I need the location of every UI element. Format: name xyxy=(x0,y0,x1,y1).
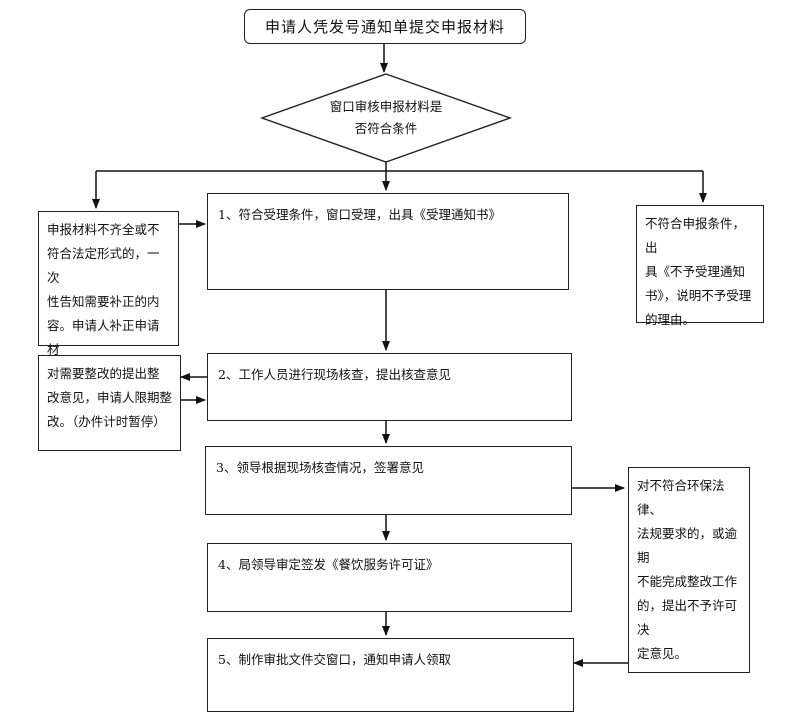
denial-line-4: 的，提出不予许可决 xyxy=(637,598,738,637)
incomplete-line-1: 申报材料不齐全或不 xyxy=(47,222,160,237)
step-3-box: 3、领导根据现场核查情况，签署意见 xyxy=(205,446,572,515)
denial-line-1: 对不符合环保法律、 xyxy=(637,478,725,517)
step-4-text: 4、局领导审定签发《餐饮服务许可证》 xyxy=(218,557,439,572)
rejection-line-4: 的理由。 xyxy=(645,312,696,327)
decision-text: 窗口审核申报材料是 否符合条件 xyxy=(300,96,472,140)
flow-title: 申请人凭发号通知单提交申报材料 xyxy=(244,9,526,44)
denial-line-3: 不能完成整改工作 xyxy=(637,574,738,589)
decision-line-1: 窗口审核申报材料是 xyxy=(329,99,443,114)
step-2-text: 2、工作人员进行现场核查，提出核查意见 xyxy=(218,367,451,382)
denial-decision-box: 对不符合环保法律、 法规要求的，或逾期 不能完成整改工作 的，提出不予许可决 定… xyxy=(628,467,750,673)
flow-title-text: 申请人凭发号通知单提交申报材料 xyxy=(264,18,505,36)
denial-line-5: 定意见。 xyxy=(637,646,688,661)
rejection-line-3: 书》，说明不予受理 xyxy=(645,288,752,303)
rejection-line-2: 具《不予受理通知 xyxy=(645,264,746,279)
incomplete-line-2: 符合法定形式的，一次 xyxy=(47,246,160,285)
step-4-box: 4、局领导审定签发《餐饮服务许可证》 xyxy=(207,543,572,612)
incomplete-line-3: 性告知需要补正的内 xyxy=(47,294,160,309)
step-1-box: 1、符合受理条件，窗口受理，出具《受理通知书》 xyxy=(207,193,569,290)
rectification-line-1: 对需要整改的提出整 xyxy=(47,366,160,381)
denial-line-2: 法规要求的，或逾期 xyxy=(637,526,738,565)
decision-line-2: 否符合条件 xyxy=(354,121,418,136)
rejection-line-1: 不符合申报条件，出 xyxy=(645,216,746,255)
rectification-line-2: 改意见，申请人限期整 xyxy=(47,390,173,405)
step-5-box: 5、制作审批文件交窗口，通知申请人领取 xyxy=(207,638,574,712)
step-2-box: 2、工作人员进行现场核查，提出核查意见 xyxy=(207,353,572,421)
rejection-box: 不符合申报条件，出 具《不予受理通知 书》，说明不予受理 的理由。 xyxy=(636,205,764,327)
incomplete-line-4: 容。申请人补正申请材 xyxy=(47,318,160,357)
step-5-text: 5、制作审批文件交窗口，通知申请人领取 xyxy=(218,652,451,667)
step-3-text: 3、领导根据现场核查情况，签署意见 xyxy=(216,460,424,475)
rectification-line-3: 改。（办件计时暂停） xyxy=(47,414,166,429)
rectification-box: 对需要整改的提出整 改意见，申请人限期整 改。（办件计时暂停） xyxy=(38,355,181,451)
incomplete-materials-box: 申报材料不齐全或不 符合法定形式的，一次 性告知需要补正的内 容。申请人补正申请… xyxy=(38,211,179,381)
step-1-text: 1、符合受理条件，窗口受理，出具《受理通知书》 xyxy=(218,207,501,222)
